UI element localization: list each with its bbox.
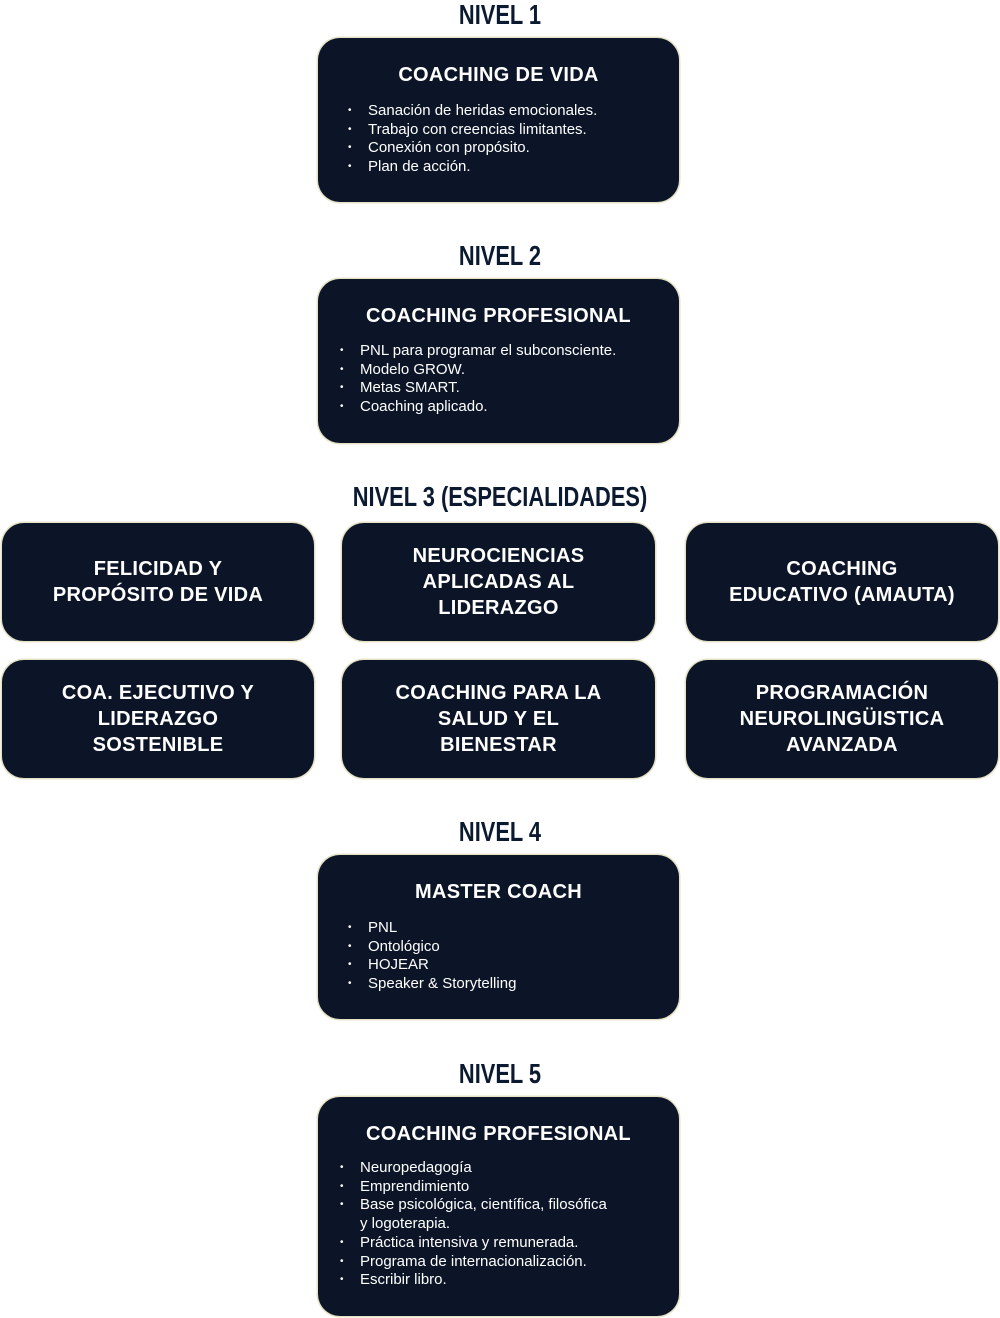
level-4-card-list: PNL Ontológico HOJEAR Speaker & Storytel… <box>348 919 516 994</box>
list-item: Neuropedagogía <box>340 1159 607 1178</box>
level-2-card-list: PNL para programar el subconsciente. Mod… <box>340 342 616 417</box>
list-item: Ontológico <box>348 938 516 957</box>
specialty-label: COA. EJECUTIVO Y LIDERAZGO SOSTENIBLE <box>61 682 255 756</box>
level-2-title: NIVEL 2 <box>458 240 542 271</box>
list-item: Modelo GROW. <box>340 361 616 380</box>
list-item: Coaching aplicado. <box>340 398 616 417</box>
list-item: Escribir libro. <box>340 1271 607 1290</box>
list-item: Metas SMART. <box>340 379 616 398</box>
level-4-title: NIVEL 4 <box>458 816 542 847</box>
level-1-title: NIVEL 1 <box>458 0 542 30</box>
list-item: Base psicológica, científica, filosófica… <box>340 1196 607 1233</box>
level-5-card: COACHING PROFESIONAL Neuropedagogía Empr… <box>318 1097 679 1316</box>
level-5-card-list: Neuropedagogía Emprendimiento Base psico… <box>340 1159 607 1290</box>
specialty-label: NEUROCIENCIAS APLICADAS AL LIDERAZGO <box>412 545 585 619</box>
level-1-card-title: COACHING DE VIDA <box>398 64 599 86</box>
level-5-title: NIVEL 5 <box>458 1058 542 1089</box>
specialty-card-ejecutivo: COA. EJECUTIVO Y LIDERAZGO SOSTENIBLE <box>2 660 314 778</box>
level-5-card-title: COACHING PROFESIONAL <box>366 1123 631 1145</box>
list-item: Trabajo con creencias limitantes. <box>348 121 597 140</box>
specialty-card-neurociencias: NEUROCIENCIAS APLICADAS AL LIDERAZGO <box>342 523 655 641</box>
specialty-card-pnl-avanzada: PROGRAMACIÓN NEUROLINGÜISTICA AVANZADA <box>686 660 998 778</box>
level-1-card: COACHING DE VIDA Sanación de heridas emo… <box>318 38 679 202</box>
specialty-label: FELICIDAD Y PROPÓSITO DE VIDA <box>52 558 264 606</box>
level-3-title: NIVEL 3 (ESPECIALIDADES) <box>352 481 648 512</box>
specialty-label: PROGRAMACIÓN NEUROLINGÜISTICA AVANZADA <box>739 682 945 756</box>
list-item: Conexión con propósito. <box>348 139 597 158</box>
level-4-card-title: MASTER COACH <box>415 881 582 903</box>
list-item: PNL <box>348 919 516 938</box>
specialty-label: COACHING EDUCATIVO (AMAUTA) <box>729 558 955 606</box>
list-item: Speaker & Storytelling <box>348 975 516 994</box>
list-item: PNL para programar el subconsciente. <box>340 342 616 361</box>
level-1-card-list: Sanación de heridas emocionales. Trabajo… <box>348 102 597 177</box>
list-item: Emprendimiento <box>340 1178 607 1197</box>
level-2-card-title: COACHING PROFESIONAL <box>366 305 631 327</box>
specialty-card-educativo: COACHING EDUCATIVO (AMAUTA) <box>686 523 998 641</box>
list-item: Programa de internacionalización. <box>340 1253 607 1272</box>
list-item: Sanación de heridas emocionales. <box>348 102 597 121</box>
specialty-label: COACHING PARA LA SALUD Y EL BIENESTAR <box>395 682 602 756</box>
list-item: HOJEAR <box>348 956 516 975</box>
list-item: Plan de acción. <box>348 158 597 177</box>
specialty-card-salud: COACHING PARA LA SALUD Y EL BIENESTAR <box>342 660 655 778</box>
specialty-card-felicidad: FELICIDAD Y PROPÓSITO DE VIDA <box>2 523 314 641</box>
level-2-card: COACHING PROFESIONAL PNL para programar … <box>318 279 679 443</box>
list-item: Práctica intensiva y remunerada. <box>340 1234 607 1253</box>
level-4-card: MASTER COACH PNL Ontológico HOJEAR Speak… <box>318 855 679 1019</box>
